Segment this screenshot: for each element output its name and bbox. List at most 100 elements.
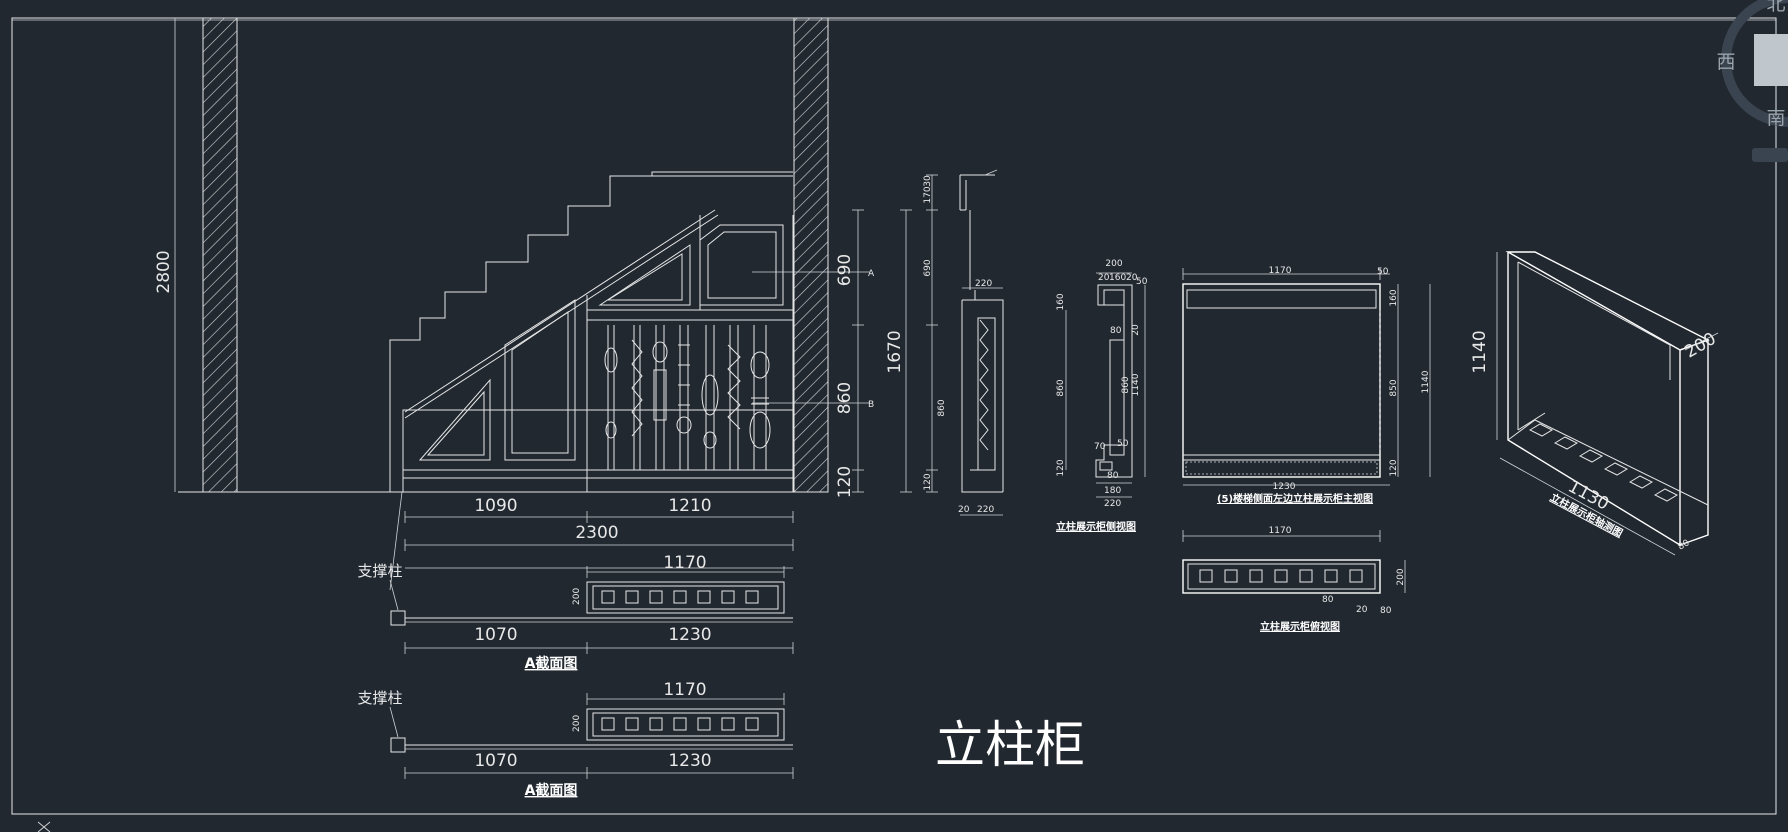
- dim-690: 690: [835, 254, 855, 286]
- stringer-line: [404, 209, 716, 413]
- section1-body: [586, 581, 785, 614]
- top-dim-200: 200: [1396, 568, 1406, 585]
- drawing-frame: [11, 17, 1777, 815]
- balusters: [604, 325, 771, 470]
- dim-120: 120: [835, 466, 855, 498]
- panel-4-inner: [707, 231, 777, 299]
- front-view-caption: (5)楼梯侧面左边立柱展示柜主视图: [1217, 492, 1373, 505]
- panel-2-inner: [511, 311, 569, 454]
- side-dim-160v: 160: [1056, 293, 1066, 310]
- ucs-icon: [37, 821, 51, 832]
- iso-dim-80: 80: [1677, 538, 1692, 553]
- dim-860: 860: [835, 382, 855, 414]
- dim-1090: 1090: [474, 496, 517, 516]
- viewcube-north[interactable]: 北: [1766, 0, 1785, 15]
- section1-caption: A截面图: [525, 655, 578, 672]
- side-detail: 30 170 690 860 120 220 20 220: [923, 169, 1004, 516]
- panel-3-inner: [606, 253, 683, 301]
- panel-3: [598, 244, 691, 306]
- side-view: 200 20 160 20 50 160 860 80 20 1140 860 …: [1056, 259, 1148, 533]
- section1-dim-1070: 1070: [474, 625, 517, 645]
- section2-dim-1070: 1070: [474, 751, 517, 771]
- side-dim-50: 50: [1136, 277, 1148, 287]
- side-view-caption: 立柱展示柜侧视图: [1056, 520, 1136, 533]
- top-body: [1182, 559, 1381, 594]
- section2-dim-1230: 1230: [668, 751, 711, 771]
- section2-caption: A截面图: [525, 782, 578, 799]
- detail-dim-220-bottom: 220: [977, 505, 994, 515]
- side-dim-860a: 860: [1056, 379, 1066, 396]
- viewcube-ring[interactable]: [1721, 0, 1788, 127]
- panel-1: [418, 378, 491, 461]
- support-label-2: 支撑柱: [357, 689, 402, 707]
- front-dim-1170: 1170: [1269, 266, 1292, 276]
- panel-1-inner: [426, 390, 485, 456]
- section1-dim-200: 200: [572, 588, 582, 605]
- side-dim-50b: 50: [1117, 439, 1129, 449]
- top-dim-1170: 1170: [1269, 526, 1292, 536]
- section-a-2: 支撑柱 1170 200 1070 1230 A截面图: [357, 680, 794, 799]
- iso-dim-1140: 1140: [1470, 330, 1490, 373]
- dim-1210: 1210: [668, 496, 711, 516]
- section1-dim-1230: 1230: [668, 625, 711, 645]
- front-dim-50: 50: [1377, 267, 1389, 277]
- dim-1670: 1670: [885, 330, 905, 373]
- top-dim-80: 80: [1322, 595, 1334, 605]
- detail-dim-220-top: 220: [975, 279, 992, 289]
- side-dim-1140: 1140: [1131, 373, 1141, 396]
- viewcube-face[interactable]: [1754, 34, 1788, 86]
- side-dim-220: 220: [1104, 499, 1121, 509]
- support-leader-elevation: [389, 491, 403, 591]
- support-post-1: [390, 610, 406, 626]
- detail-dim-120: 120: [923, 473, 933, 490]
- detail-dim-690: 690: [923, 259, 933, 276]
- section2-dim-200: 200: [572, 715, 582, 732]
- top-view: 1170 200 80 20 80 立柱展示柜俯视图: [1182, 526, 1406, 633]
- side-dim-860b: 860: [1121, 376, 1131, 393]
- support-post-2: [390, 737, 406, 753]
- front-dim-1140: 1140: [1421, 370, 1431, 393]
- left-wall: [202, 17, 238, 493]
- viewcube[interactable]: 西 南 北: [1716, 0, 1788, 162]
- panel-2: [504, 299, 576, 461]
- side-dim-80b: 80: [1107, 471, 1119, 481]
- detail-dim-860: 860: [937, 399, 947, 416]
- marker-b: B: [868, 400, 874, 410]
- side-dim-120: 120: [1056, 459, 1066, 476]
- detail-dim-20: 20: [958, 505, 970, 515]
- panel-4: [699, 224, 784, 306]
- front-dim-160: 160: [1389, 289, 1399, 306]
- top-dim-20: 20: [1356, 605, 1368, 615]
- front-body: [1182, 283, 1381, 478]
- side-dim-20b: 20: [1126, 273, 1138, 283]
- viewcube-south[interactable]: 南: [1766, 107, 1785, 129]
- front-dim-850: 850: [1389, 379, 1399, 396]
- dim-2300: 2300: [575, 523, 618, 543]
- marker-a: A: [868, 269, 875, 279]
- side-dim-160: 160: [1109, 273, 1126, 283]
- stair-steps: [389, 175, 793, 492]
- side-dim-20a: 20: [1098, 273, 1110, 283]
- cabinet-base: [402, 409, 794, 493]
- iso-dim-200: 200: [1681, 329, 1719, 363]
- dim-2800: 2800: [154, 250, 174, 293]
- viewcube-west[interactable]: 西: [1716, 51, 1735, 73]
- side-dim-80a: 80: [1110, 326, 1122, 336]
- front-view: 1170 50 1230 160 850 120 1140 (5)楼梯侧面左边立…: [1182, 266, 1431, 505]
- wcs-menu-button[interactable]: [1752, 148, 1788, 162]
- top-view-caption: 立柱展示柜俯视图: [1260, 620, 1340, 633]
- iso-view: 1140 200 1130 80 立柱展示柜轴测图: [1470, 251, 1720, 556]
- side-dim-180: 180: [1104, 486, 1121, 496]
- stair-top-landing: [651, 171, 793, 176]
- top-dim-80b: 80: [1380, 606, 1392, 616]
- detail-dim-30: 30: [923, 175, 933, 187]
- side-dim-20c: 20: [1131, 324, 1141, 336]
- support-label-1: 支撑柱: [357, 562, 402, 580]
- section2-body: [586, 708, 785, 741]
- detail-dim-170: 170: [923, 186, 933, 203]
- section1-dim-1170: 1170: [663, 553, 706, 573]
- section-a-1: 支撑柱 1170 200 1070 1230 A截面图: [357, 553, 794, 672]
- main-title: 立柱柜: [935, 716, 1085, 774]
